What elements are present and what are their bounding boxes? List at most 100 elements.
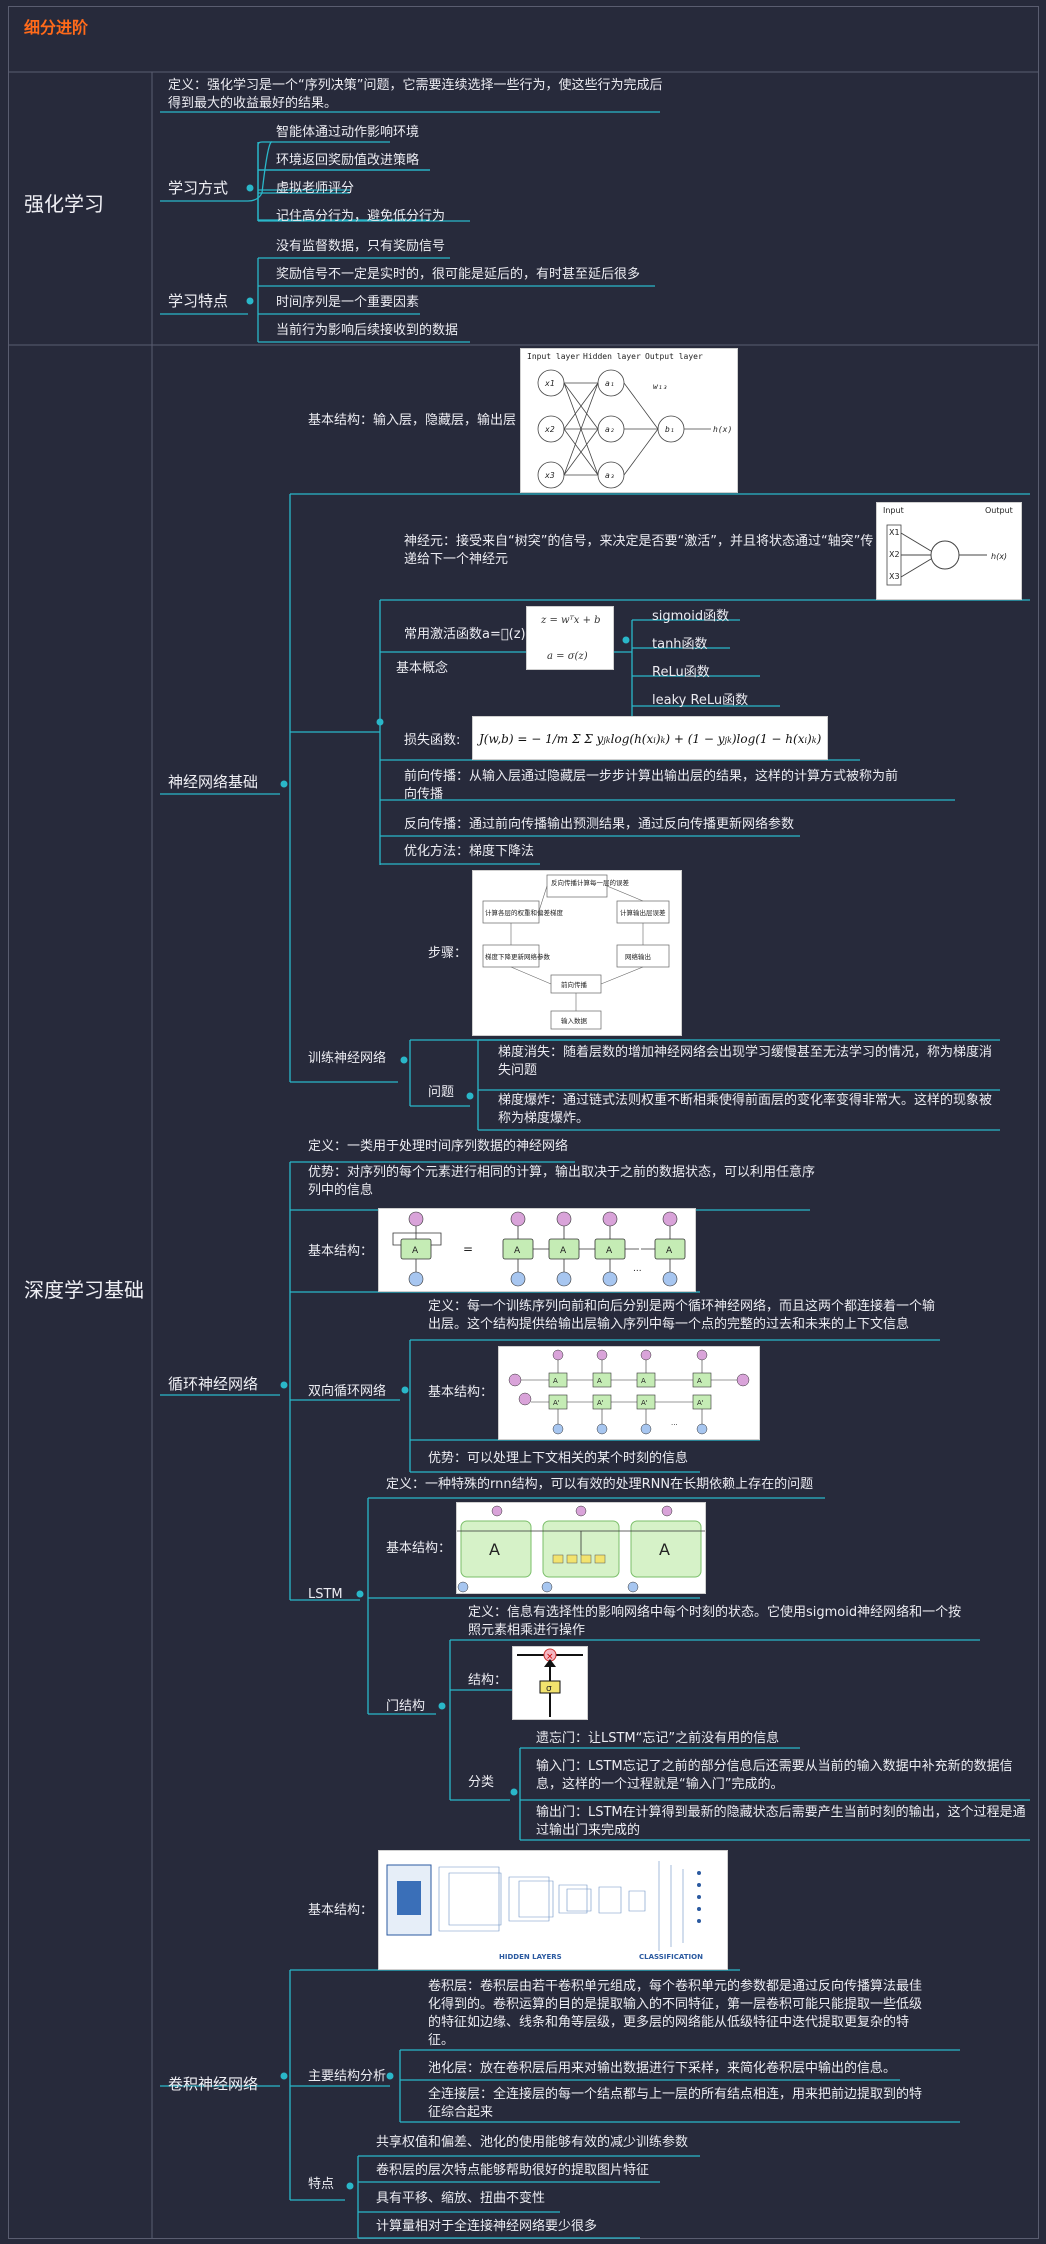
rnn-advantage: 优势：对序列的每个元素进行相同的计算，输出取决于之前的数据状态，可以利用任意序列… bbox=[308, 1165, 816, 1198]
svg-text:A: A bbox=[553, 1377, 558, 1385]
bi-rnn-structure-label: 基本结构： bbox=[428, 1385, 494, 1400]
cnn-structure-image: HIDDEN LAYERS CLASSIFICATION bbox=[378, 1850, 728, 1970]
svg-text:a₂: a₂ bbox=[605, 425, 615, 434]
gate-classify-item: 遗忘门：让LSTM“忘记”之前没有用的信息 bbox=[536, 1731, 780, 1746]
svg-text:A': A' bbox=[641, 1399, 648, 1407]
lstm-label: LSTM bbox=[308, 1587, 343, 1602]
problem-item: 梯度消失：随着层数的增加神经网络会出现学习缓慢甚至无法学习的情况，称为梯度消失问… bbox=[498, 1045, 993, 1078]
svg-text:b₁: b₁ bbox=[665, 425, 675, 434]
svg-text:X3: X3 bbox=[889, 572, 900, 581]
nn-label: 神经网络基础 bbox=[168, 773, 259, 791]
svg-text:A: A bbox=[641, 1377, 646, 1385]
lstm-definition: 定义：一种特殊的rnn结构，可以有效的处理RNN在长期依赖上存在的问题 bbox=[386, 1477, 814, 1492]
concept-label: 基本概念 bbox=[396, 661, 449, 676]
bi-rnn-structure-image: A A A A A' A' A' A' ... bbox=[498, 1346, 760, 1440]
neuron-img-output-label: Output bbox=[985, 506, 1013, 515]
activation-item: tanh函数 bbox=[652, 637, 708, 652]
svg-text:A: A bbox=[412, 1246, 419, 1256]
section-reinforcement-learning: 强化学习 bbox=[24, 192, 104, 216]
gate-structure-image: × σ bbox=[512, 1646, 588, 1720]
lstm-structure-label: 基本结构： bbox=[386, 1541, 452, 1556]
activation-formula-image: z = wᵀx + b a = σ(z) bbox=[526, 606, 614, 670]
svg-text:A: A bbox=[697, 1377, 702, 1385]
rl-method-item: 环境返回奖励值改进策略 bbox=[276, 153, 420, 168]
svg-text:J(w,b) = − 1/m Σ Σ yjklog(h(xi: J(w,b) = − 1/m Σ Σ yjklog(h(xi)k) + (1 −… bbox=[476, 732, 822, 746]
cnn-feature-label: 特点 bbox=[308, 2177, 335, 2192]
svg-text:A: A bbox=[659, 1540, 670, 1559]
loss-label: 损失函数: bbox=[404, 733, 461, 748]
bi-rnn-advantage: 优势：可以处理上下文相关的某个时刻的信息 bbox=[428, 1451, 689, 1466]
rl-feature-item: 奖励信号不一定是实时的，很可能是延后的，有时甚至延后很多 bbox=[276, 267, 641, 282]
gate-definition: 定义：信息有选择性的影响网络中每个时刻的状态。它使用sigmoid神经网络和一个… bbox=[468, 1605, 962, 1638]
nn-img-hidden-label: Hidden layer bbox=[583, 352, 641, 361]
cnn-img-hidden-label: HIDDEN LAYERS bbox=[499, 1953, 562, 1961]
rnn-definition: 定义：一类用于处理时间序列数据的神经网络 bbox=[308, 1139, 569, 1154]
bi-rnn-label: 双向循环网络 bbox=[308, 1384, 387, 1399]
cnn-feature-item: 共享权值和偏差、池化的使用能够有效的减少训练参数 bbox=[376, 2135, 689, 2150]
svg-text:A: A bbox=[560, 1246, 567, 1256]
cnn-analysis-item: 全连接层：全连接层的每一个结点都与上一层的所有结点相连，用来把前边提取到的特征综… bbox=[428, 2087, 923, 2120]
problem-item: 梯度爆炸：通过链式法则权重不断相乘使得前面层的变化率变得非常大。这样的现象被称为… bbox=[498, 1093, 993, 1126]
svg-text:...: ... bbox=[671, 1419, 678, 1427]
step-text: 梯度下降更新网络参数 bbox=[485, 952, 551, 961]
nn-structure: 基本结构：输入层，隐藏层，输出层 bbox=[308, 413, 517, 428]
cnn-analysis-item: 池化层：放在卷积层后用来对输出数据进行下采样，来简化卷积层中输出的信息。 bbox=[428, 2061, 897, 2076]
neuron-text: 神经元：接受来自“树突”的信号，来决定是否要“激活”，并且将状态通过“轴突”传递… bbox=[404, 534, 874, 567]
svg-text:A': A' bbox=[697, 1399, 704, 1407]
svg-text:X1: X1 bbox=[889, 528, 900, 537]
rl-feature-item: 当前行为影响后续接收到的数据 bbox=[276, 323, 459, 338]
section-deep-learning: 深度学习基础 bbox=[24, 1278, 144, 1302]
activation-label: 常用激活函数a= (z) bbox=[404, 627, 526, 642]
gate-classify-item: 输入门：LSTM忘记了之前的部分信息后还需要从当前的输入数据中补充新的数据信息，… bbox=[536, 1759, 1013, 1792]
cnn-img-classify-label: CLASSIFICATION bbox=[639, 1953, 703, 1961]
rl-method-label: 学习方式 bbox=[168, 179, 229, 197]
rl-method-item: 智能体通过动作影响环境 bbox=[276, 125, 420, 140]
cnn-feature-item: 计算量相对于全连接神经网络要少很多 bbox=[376, 2219, 598, 2234]
rnn-label: 循环神经网络 bbox=[168, 1375, 259, 1393]
cnn-label: 卷积神经网络 bbox=[168, 2075, 259, 2093]
gate-classify-label: 分类 bbox=[468, 1775, 495, 1790]
cnn-analysis-label: 主要结构分析 bbox=[308, 2069, 387, 2084]
train-steps-label: 步骤： bbox=[428, 946, 468, 961]
page-title: 细分进阶 bbox=[24, 18, 89, 37]
svg-text:A: A bbox=[514, 1246, 521, 1256]
svg-text:x2: x2 bbox=[544, 425, 555, 434]
step-text: 输入数据 bbox=[561, 1016, 588, 1025]
svg-text:×: × bbox=[546, 1652, 554, 1662]
forward-propagation: 前向传播：从输入层通过隐藏层一步步计算出输出层的结果，这样的计算方式被称为前向传… bbox=[404, 769, 899, 802]
svg-text:a = σ(z): a = σ(z) bbox=[547, 651, 588, 662]
optimization: 优化方法：梯度下降法 bbox=[404, 844, 535, 859]
rl-method-item: 记住高分行为，避免低分行为 bbox=[276, 209, 446, 224]
svg-text:z = wᵀx + b: z = wᵀx + b bbox=[540, 615, 601, 626]
step-text: 前向传播 bbox=[561, 980, 588, 989]
cnn-structure-label: 基本结构： bbox=[308, 1903, 374, 1918]
svg-text:=: = bbox=[463, 1242, 473, 1256]
activation-item: sigmoid函数 bbox=[652, 609, 730, 624]
step-text: 计算输出层误差 bbox=[620, 908, 666, 917]
nn-img-output-label: Output layer bbox=[645, 352, 703, 361]
neuron-img-input-label: Input bbox=[883, 506, 904, 515]
cnn-feature-item: 卷积层的层次特点能够帮助很好的提取图片特征 bbox=[376, 2163, 650, 2178]
gate-classify-item: 输出门：LSTM在计算得到最新的隐藏状态后需要产生当前时刻的输出，这个过程是通过… bbox=[536, 1805, 1026, 1838]
rl-feature-label: 学习特点 bbox=[168, 292, 229, 310]
activation-item: ReLu函数 bbox=[652, 665, 710, 680]
gate-label: 门结构 bbox=[386, 1699, 426, 1714]
svg-text:A: A bbox=[597, 1377, 602, 1385]
rl-method-item: 虚拟老师评分 bbox=[276, 181, 355, 196]
svg-text:A': A' bbox=[553, 1399, 560, 1407]
svg-text:A: A bbox=[666, 1246, 673, 1256]
gate-structure-label: 结构： bbox=[468, 1673, 508, 1688]
nn-structure-image: Input layer Hidden layer Output layer x1… bbox=[520, 348, 738, 493]
rnn-structure-label: 基本结构： bbox=[308, 1244, 374, 1259]
svg-text:a₃: a₃ bbox=[605, 471, 615, 480]
svg-text:x1: x1 bbox=[544, 379, 555, 388]
rl-feature-item: 时间序列是一个重要因素 bbox=[276, 295, 420, 310]
svg-text:x3: x3 bbox=[544, 471, 555, 480]
nn-img-input-label: Input layer bbox=[527, 352, 580, 361]
back-propagation: 反向传播：通过前向传播输出预测结果，通过反向传播更新网络参数 bbox=[404, 817, 795, 832]
svg-text:A': A' bbox=[597, 1399, 604, 1407]
